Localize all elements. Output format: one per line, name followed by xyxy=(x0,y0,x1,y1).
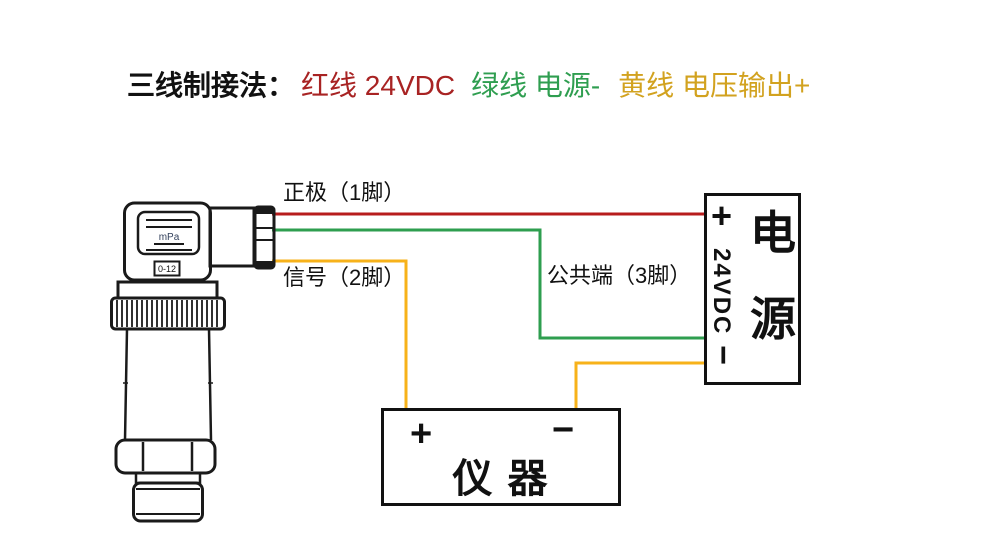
sensor-range-text: 0-12 xyxy=(158,264,176,274)
terminal-stub-top-cap xyxy=(255,207,274,214)
title-prefix: 三线制接法： xyxy=(127,70,296,101)
sensor-body xyxy=(123,328,213,441)
sensor-knurled-ring xyxy=(110,296,226,331)
title-yellow-wire-text: 黄线 电压输出+ xyxy=(618,70,811,101)
sensor-thread-stub xyxy=(132,481,204,523)
sensor-terminal-stub xyxy=(253,205,276,270)
knurl-lines xyxy=(116,300,218,327)
sensor-hex-nut xyxy=(114,438,217,475)
yellow-common-wire xyxy=(574,361,704,408)
diagram-title: 三线制接法：红线 24VDC 绿线 电源- 黄线 电压输出+ xyxy=(127,70,810,102)
title-red-wire-text: 红线 24VDC xyxy=(301,70,456,101)
sensor-display-text: mPa xyxy=(159,232,180,243)
thread-relief-lines xyxy=(136,488,200,515)
power-voltage-text: 24VDC xyxy=(708,248,735,336)
pressure-sensor-drawing: mPa 0-12 xyxy=(110,201,276,523)
sensor-faceplate xyxy=(136,210,201,256)
sensor-range-plate xyxy=(153,260,181,277)
terminal-stub-bottom-cap xyxy=(255,261,274,268)
power-plus-terminal: + xyxy=(711,195,733,236)
green-wire xyxy=(272,228,704,340)
instrument-name: 仪 器 xyxy=(452,457,550,501)
label-pin3-common: 公共端（3脚） xyxy=(547,263,692,288)
label-pin2-signal: 信号（2脚） xyxy=(283,265,406,290)
sensor-flange xyxy=(116,280,219,300)
sensor-neck xyxy=(208,206,256,268)
instrument-box: + − 仪 器 xyxy=(381,408,621,506)
power-minus-terminal: − xyxy=(703,345,742,365)
title-green-wire-text: 绿线 电源- xyxy=(471,70,601,101)
instrument-plus-terminal: + xyxy=(410,413,433,455)
faceplate-lines xyxy=(146,219,192,251)
terminal-stub-dividers xyxy=(255,227,274,241)
yellow-signal-wire xyxy=(272,259,408,408)
power-name-char-bottom: 源 xyxy=(750,293,796,345)
power-supply-name: 电 源 xyxy=(747,210,799,342)
hex-nut-facets xyxy=(141,442,194,471)
label-pin1-positive: 正极（1脚） xyxy=(283,180,406,205)
instrument-minus-terminal: − xyxy=(552,409,575,451)
power-name-char-top: 电 xyxy=(750,207,796,259)
power-supply-box: + 24VDC − 电 源 xyxy=(704,193,801,385)
